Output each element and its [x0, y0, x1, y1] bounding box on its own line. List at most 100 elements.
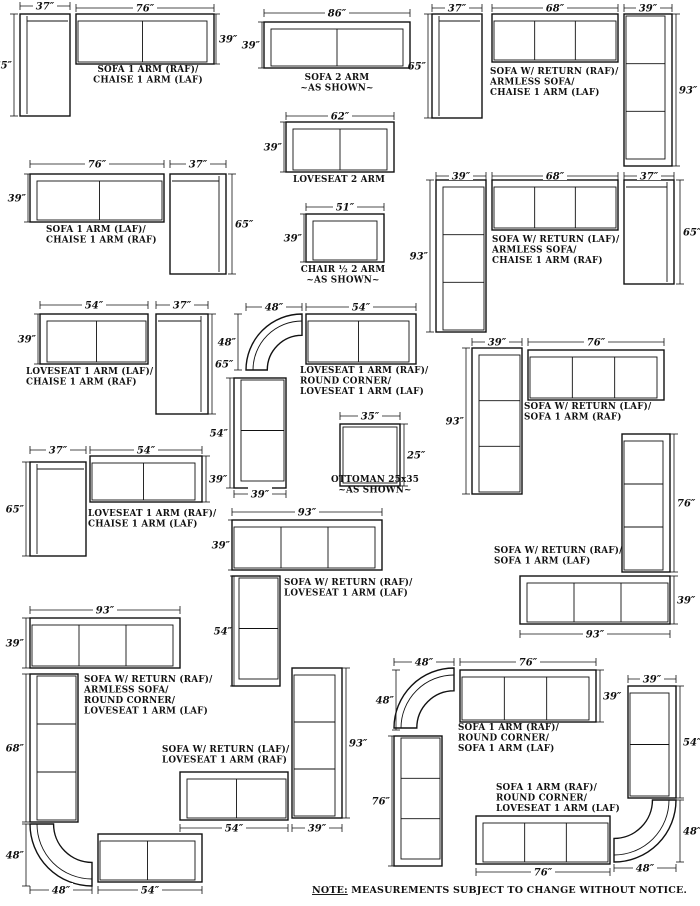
dimension-h: 93″ — [29, 603, 181, 617]
dimension-h: 68″ — [491, 1, 619, 15]
sofa-frame — [491, 13, 619, 63]
config-label-line: ARMLESS SOFA/ — [83, 686, 169, 696]
dimension-v: 65″ — [0, 13, 18, 117]
seat-area — [461, 676, 590, 721]
footer-note: NOTE: MEASUREMENTS SUBJECT TO CHANGE WIT… — [312, 885, 687, 896]
seat-area — [526, 582, 669, 623]
dim-label-bg — [583, 627, 607, 638]
dim-label-bg — [516, 655, 540, 666]
config-label-line: ROUND CORNER/ — [84, 696, 176, 706]
dimension-label: 62″ — [331, 112, 350, 123]
sofa-1arm — [475, 815, 611, 865]
dimension-h: 37″ — [623, 169, 675, 183]
config-label-line: OTTOMAN 25x35 — [331, 475, 419, 485]
dimension-label: 37″ — [448, 4, 467, 15]
round-corner — [613, 799, 677, 863]
config-label-line: SOFA W/ RETURN (RAF)/ — [490, 66, 619, 77]
dimension-label: 37″ — [36, 2, 55, 13]
seat-area — [478, 354, 521, 493]
ottoman-frame — [339, 423, 401, 487]
config-label-line: LOVESEAT 1 ARM (LAF) — [84, 706, 208, 717]
seat-area — [529, 356, 658, 399]
dimension-h: 76″ — [459, 655, 597, 669]
sofa-1arm — [519, 575, 671, 625]
note-prefix: NOTE: — [312, 885, 348, 896]
config-label-line: SOFA W/ RETURN (RAF)/ — [494, 545, 623, 556]
loveseat-1arm — [97, 833, 203, 883]
dimension-h: 76″ — [527, 335, 665, 349]
dimension-v: 93″ — [446, 347, 470, 495]
chaise-frame — [169, 173, 227, 275]
dimension-h: 93″ — [231, 505, 383, 519]
dimension-v: 93″ — [672, 13, 698, 167]
config-label-line: CHAISE 1 ARM (LAF) — [88, 519, 198, 530]
config-label-line: SOFA 1 ARM (RAF)/ — [496, 782, 598, 793]
sofa-frame — [39, 313, 149, 365]
sofa-return — [471, 347, 523, 495]
armless-sofa — [29, 673, 79, 823]
dimension-v: 48″ — [218, 313, 242, 371]
dim-label-bg — [262, 300, 286, 311]
dimension-label: 51″ — [336, 203, 355, 214]
dim-label-bg — [186, 157, 210, 168]
chaise-1arm — [623, 179, 675, 285]
sofa-frame — [491, 179, 619, 231]
sofa-return — [231, 519, 383, 571]
dimension-h: 48″ — [29, 883, 93, 897]
armless-sofa — [491, 13, 619, 63]
chaise-frame — [431, 13, 483, 119]
dimension-label: 39″ — [308, 824, 327, 835]
seat-area — [36, 675, 77, 821]
seat-area — [293, 674, 336, 817]
sofa-frame — [291, 667, 343, 819]
dimension-label: 93″ — [446, 417, 465, 428]
dimension-h: 54″ — [179, 821, 289, 835]
config-label-line: CHAISE 1 ARM (LAF) — [93, 75, 203, 86]
config-label-line: LOVESEAT 1 ARM (LAF)/ — [26, 366, 154, 377]
sofa-frame — [305, 313, 417, 365]
dimension-v: 54″ — [210, 377, 234, 489]
seat-area — [400, 737, 441, 860]
config-label-line: LOVESEAT 1 ARM (RAF)/ — [88, 508, 217, 519]
dimension-label: 93″ — [298, 508, 317, 519]
dimension-h: 76″ — [29, 157, 165, 171]
dimension-h: 86″ — [263, 6, 411, 20]
round-corner — [393, 667, 455, 729]
dim-label-bg — [295, 505, 319, 516]
sofa-1arm — [527, 349, 665, 401]
dimension-h: 68″ — [491, 169, 619, 183]
dim-label-bg — [305, 821, 329, 832]
dimension-v: 39″ — [596, 669, 622, 723]
config-label-line: SOFA W/ RETURN (RAF)/ — [84, 674, 213, 685]
loveseat-1arm — [627, 685, 677, 799]
dimension-label: 37″ — [189, 160, 208, 171]
dimension-label: 76″ — [677, 499, 696, 510]
sofa-1arm — [393, 735, 443, 867]
dimension-h: 54″ — [97, 883, 203, 897]
config-label-line: ROUND CORNER/ — [496, 794, 588, 804]
sofa-1arm — [75, 13, 215, 65]
sofa-frame — [29, 173, 165, 223]
dimension-label: 54″ — [352, 303, 371, 314]
dimension-label: 39″ — [603, 692, 622, 703]
configuration-labels: SOFA 1 ARM (RAF)/ CHAISE 1 ARM (LAF) SOFA … — [26, 64, 652, 814]
config-label-line: SOFA 1 ARM (RAF) — [524, 412, 622, 423]
dimension-label: 39″ — [219, 35, 238, 46]
dim-label-bg — [349, 300, 373, 311]
sofa-frame — [527, 349, 665, 401]
dimension-label: 25″ — [406, 451, 426, 462]
dimension-label: 48″ — [265, 303, 284, 314]
dim-label-bg — [636, 1, 660, 12]
dimension-label: 54″ — [210, 429, 229, 440]
dimension-label: 39″ — [639, 4, 658, 15]
dimension-v: 65″ — [6, 461, 30, 557]
config-label-line: SOFA W/ RETURN (LAF)/ — [524, 401, 652, 412]
dimension-label: 93″ — [679, 86, 698, 97]
loveseat-2arm — [285, 121, 395, 173]
loveseat-1arm — [231, 575, 281, 687]
dimension-h: 51″ — [305, 200, 385, 214]
dimension-label: 93″ — [586, 630, 605, 641]
sofa-1arm — [459, 669, 597, 723]
